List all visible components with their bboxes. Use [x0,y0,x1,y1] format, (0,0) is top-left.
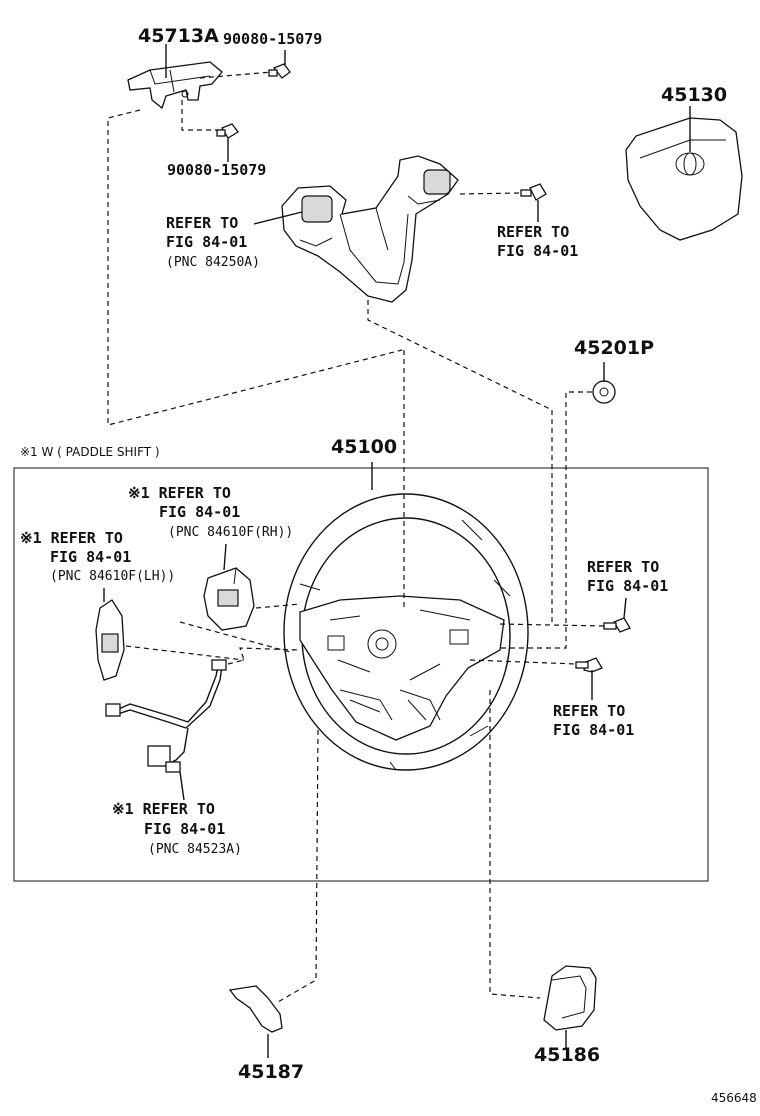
label-45100: 45100 [331,436,398,458]
ref-right-lower-line1: REFER TO [553,702,626,720]
ref-switch-screw-line1: REFER TO [497,223,570,241]
label-90080-mid: 90080-15079 [167,161,267,179]
ref-rh-pnc: (PNC 84610F(RH)) [168,525,294,540]
nut-45201p [592,362,616,404]
ref-wire-line2: FIG 84-01 [144,820,226,838]
screw-right-upper [603,597,631,633]
label-45201p: 45201P [574,337,655,359]
ref-right-upper-line2: FIG 84-01 [587,577,669,595]
label-45187: 45187 [238,1061,305,1083]
ref-switch-screw-line2: FIG 84-01 [497,242,579,260]
cover-45187 [228,985,283,1058]
ref-switch-line1: REFER TO [166,214,239,232]
ref-switch-pnc: (PNC 84250A) [166,255,260,270]
steering-wheel-45100 [283,462,529,771]
label-45130: 45130 [661,84,728,106]
screw-90080-mid [216,123,239,162]
airbag-45130 [625,106,743,241]
ref-wire-pnc: (PNC 84523A) [148,842,242,857]
ref-lh-line2: FIG 84-01 [50,548,132,566]
ref-wire-line1: ※1 REFER TO [112,800,215,818]
switch-screw [520,183,547,222]
ref-right-lower-line2: FIG 84-01 [553,721,635,739]
ref-lh-pnc: (PNC 84610F(LH)) [50,569,176,584]
paddle-switch-rh [203,567,255,631]
label-45186: 45186 [534,1044,601,1066]
paddle-shift-note: ※1 W ( PADDLE SHIFT ) [20,445,160,459]
figure-id: 456648 [711,1091,757,1105]
paddle-shift-box [13,467,709,882]
ref-rh-line1: ※1 REFER TO [128,484,231,502]
ref-lh-line1: ※1 REFER TO [20,529,123,547]
steering-pad-switch-assembly [281,155,459,303]
wire-harness [105,659,227,773]
screw-right-lower [575,657,603,700]
label-45713a: 45713A [138,25,219,47]
ref-rh-line2: FIG 84-01 [159,503,241,521]
ref-switch-line2: FIG 84-01 [166,233,248,251]
paddle-switch-lh [95,599,125,681]
label-90080-top: 90080-15079 [223,30,323,48]
bracket-45713a [127,44,223,110]
cover-45186 [543,965,597,1048]
screw-90080-top [268,50,291,79]
ref-right-upper-line1: REFER TO [587,558,660,576]
